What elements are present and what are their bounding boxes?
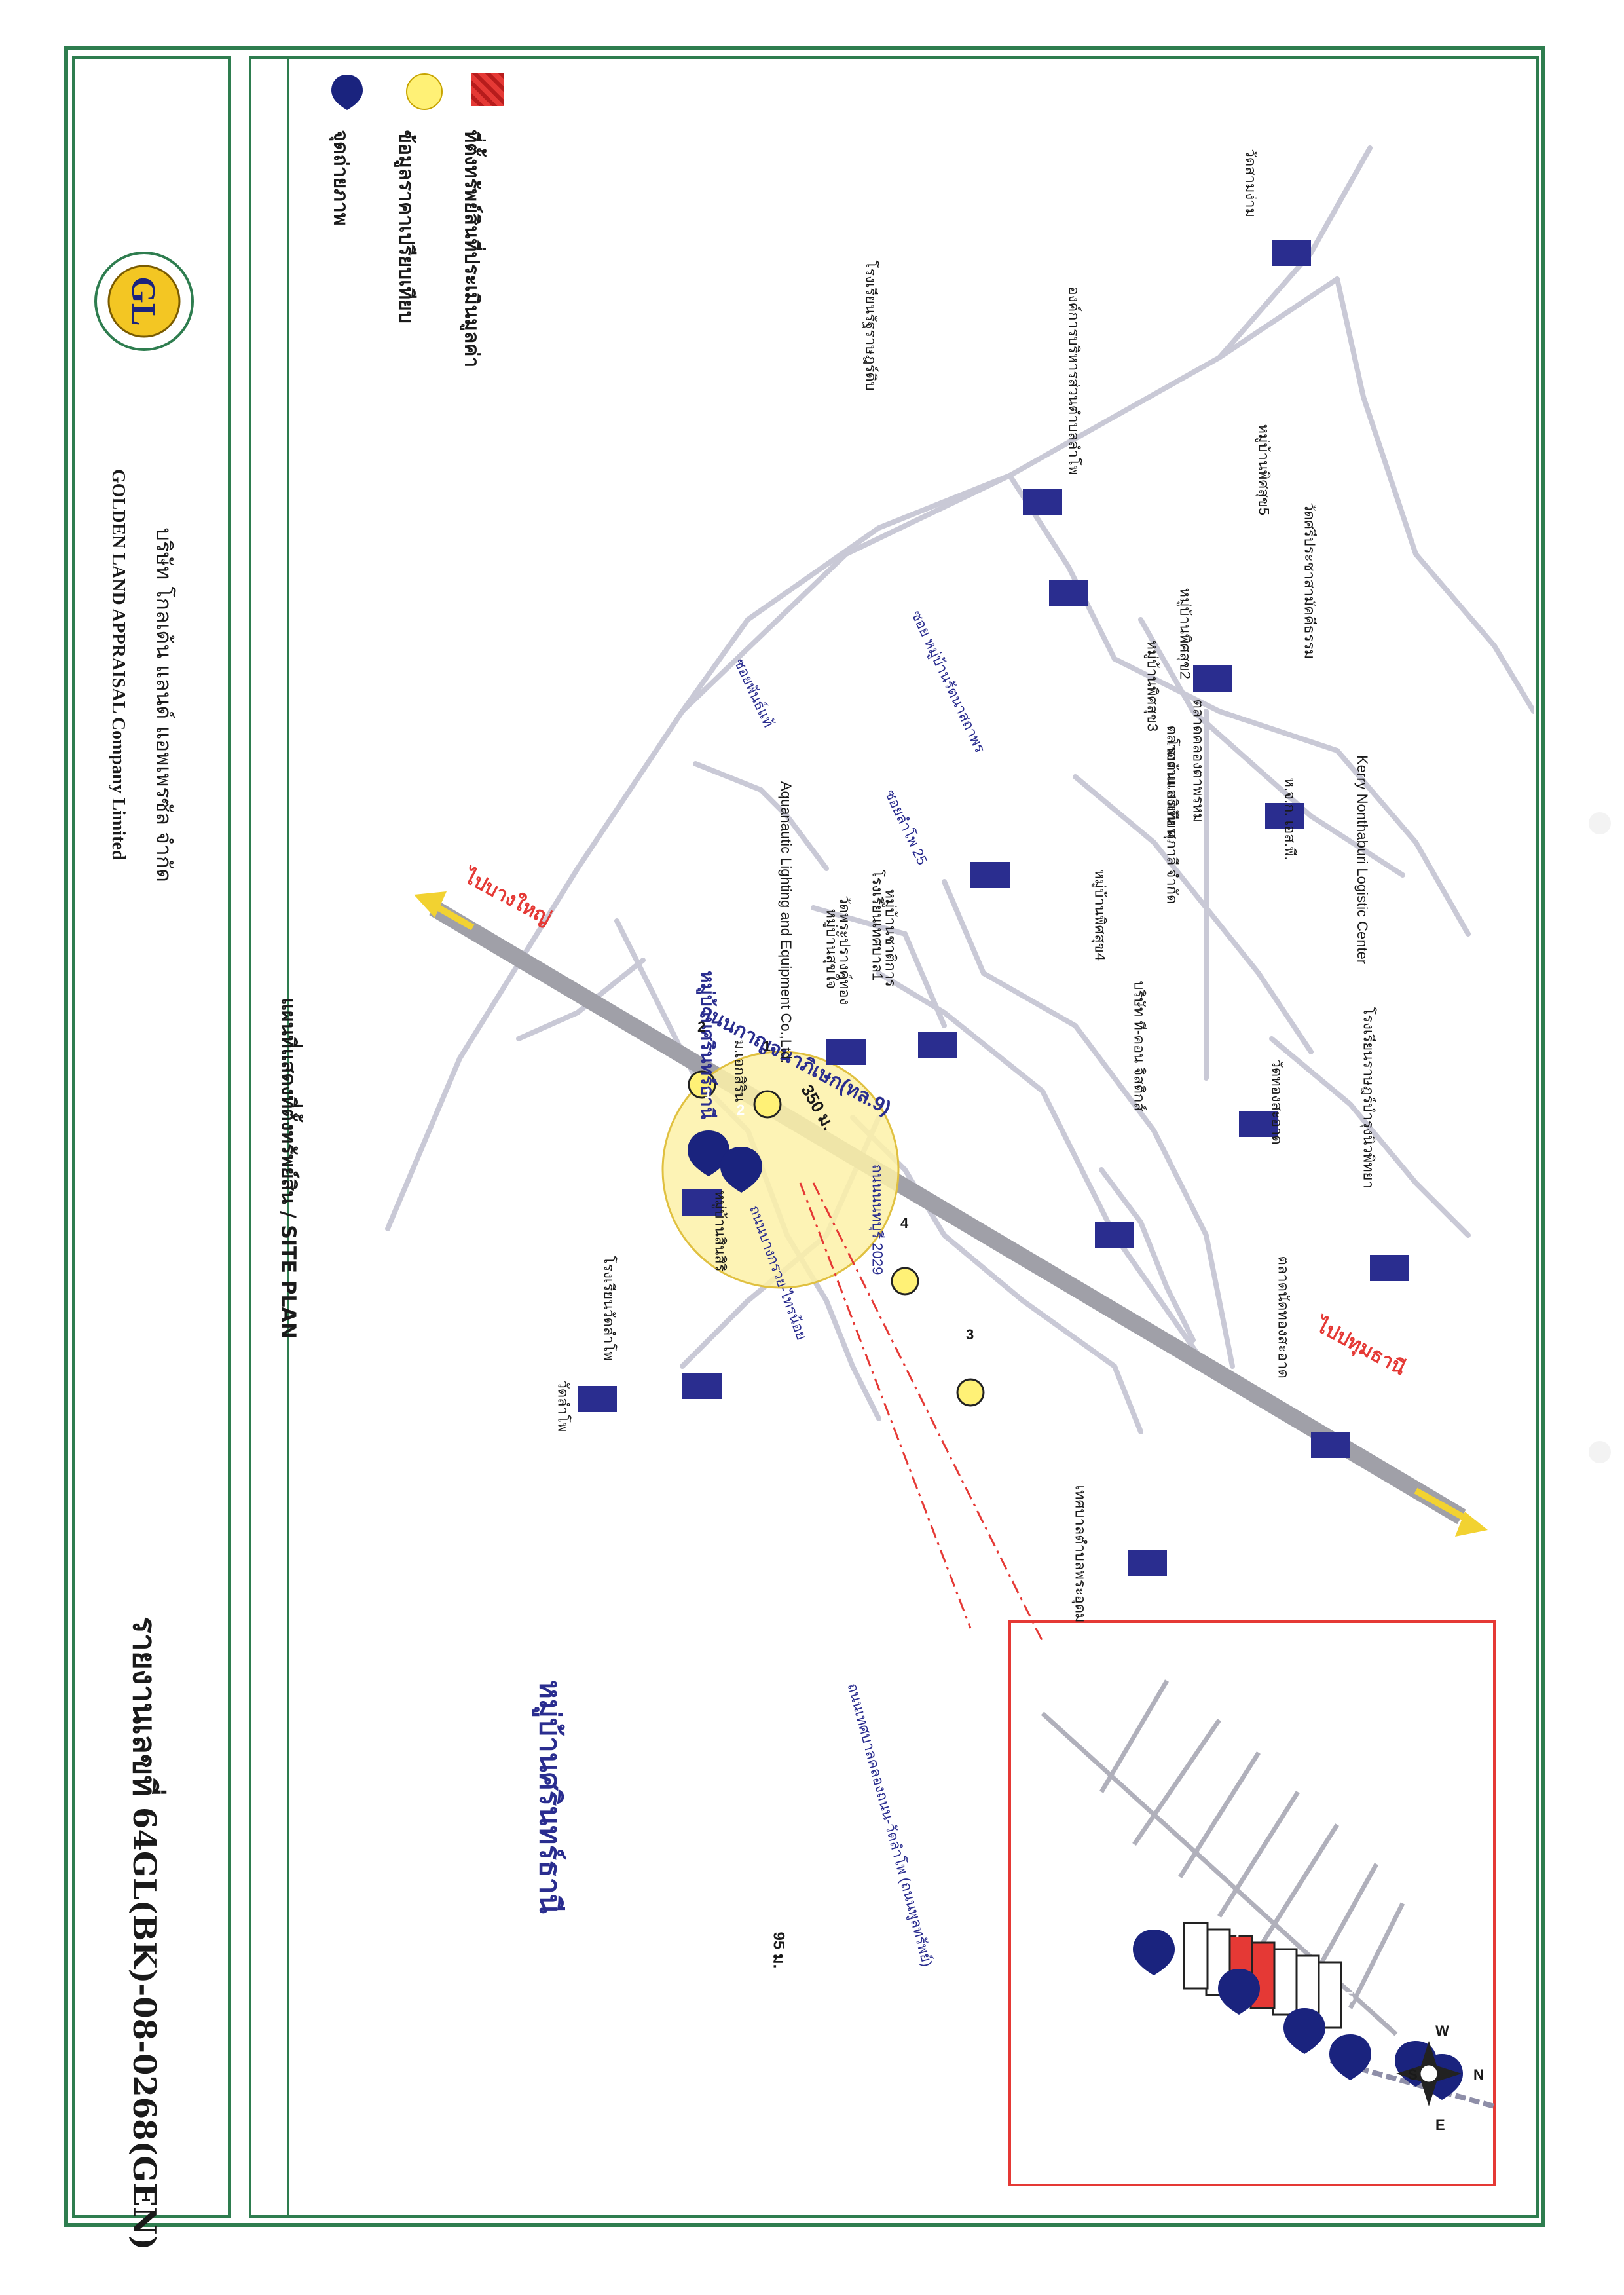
label-landmark: ห.จ.ก. เอส.พี. bbox=[1282, 777, 1299, 861]
inset-frame bbox=[1008, 1620, 1496, 2186]
inset-leader-lines bbox=[799, 1182, 1044, 1642]
label-inset-village: หมู่บ้านศรินทร์ธานี bbox=[534, 1680, 566, 1914]
label-landmark: หมู่บ้านพิศสุข5 bbox=[1255, 424, 1272, 516]
photo-point-label: 5 bbox=[1346, 1989, 1354, 2006]
label-landmark: ถนนนนทบุรี 2029 bbox=[869, 1164, 886, 1275]
label-landmark: โรงเรียนวัดลำโพ bbox=[600, 1256, 618, 1361]
label-landmark: Kerry Nonthaburi Logistic Center bbox=[1354, 755, 1371, 965]
landmark-icons bbox=[578, 240, 1409, 1576]
highway-road bbox=[429, 900, 1466, 1525]
comparable-point-label: 2 bbox=[697, 1018, 706, 1035]
label-landmark: วัดทองสะอาด bbox=[1268, 1059, 1285, 1145]
label-landmark: โรงเรียนราษฎร์บำรุงนิวพิทยา bbox=[1360, 1007, 1377, 1189]
compass-e: E bbox=[1435, 2117, 1445, 2133]
compass-w: W bbox=[1435, 2023, 1449, 2039]
punch-hole bbox=[1589, 1441, 1611, 1463]
arrow-head-bangyai bbox=[414, 891, 447, 918]
report-title: รายงานเลขที่ 64GL(BK)-08-0268(GEN) bbox=[126, 1616, 162, 2250]
company-logo: GL bbox=[94, 252, 194, 351]
page-frame bbox=[64, 46, 1545, 2227]
company-name-th: บริษัท โกลเด้น แลนด์ แอพเพรซัล จำกัด bbox=[151, 527, 177, 882]
compass-n: N bbox=[1473, 2066, 1484, 2083]
photo-point-label: 2 bbox=[737, 1102, 745, 1118]
label-landmark: วัดสามง่าม bbox=[1242, 149, 1259, 218]
compass bbox=[1396, 2041, 1462, 2106]
punch-hole bbox=[1589, 812, 1611, 834]
comparable-point-label: 4 bbox=[900, 1215, 909, 1231]
label-landmark: โรงเรียนรัฐราษฎร์ดิบ bbox=[862, 260, 879, 391]
label-landmark: วัดลำโพ bbox=[555, 1380, 572, 1432]
label-landmark: หมู่บ้านศรินทร์ธานี bbox=[697, 971, 718, 1119]
photo-point-label: 7 bbox=[1234, 1924, 1243, 1940]
photo-point-label: 1 bbox=[704, 1085, 712, 1102]
radius-circle bbox=[661, 1051, 900, 1289]
inset-roads bbox=[1041, 1679, 1405, 2036]
photo-points-main bbox=[688, 1130, 762, 1193]
photo-point-label: 4 bbox=[1437, 2009, 1446, 2025]
comparable-point-label: 1 bbox=[763, 1038, 771, 1054]
label-landmark: เทศบาลตำบลพระอุดม bbox=[1072, 1485, 1089, 1623]
map-panel bbox=[249, 56, 1539, 2218]
inset-plots bbox=[1183, 1922, 1342, 2029]
photo-point-label: 8 bbox=[1149, 1884, 1158, 1901]
comparable-point-label: 3 bbox=[966, 1326, 974, 1343]
label-landmark: องค์การบริหารส่วนตำบลลำโพ bbox=[1065, 286, 1082, 476]
label-landmark: Aquanautic Lighting and Equipment Co.,Lt… bbox=[778, 781, 794, 1064]
label-landmark: หมู่บ้านสินสิริ bbox=[712, 1190, 729, 1272]
header-panel bbox=[72, 56, 231, 2218]
label-landmark: ตลาดนัดทองสะอาด bbox=[1275, 1256, 1292, 1379]
label-landmark: ม.เอกสิริน bbox=[731, 1039, 748, 1102]
label-landmark: หมู่บ้านชาติการ bbox=[882, 889, 899, 987]
label-landmark: วัดศรีประชาสามัคคีธรรม bbox=[1301, 502, 1318, 660]
label-landmark: หมู่บ้านพิศสุข4 bbox=[1092, 869, 1109, 961]
svg-text:GL: GL bbox=[124, 276, 162, 326]
label-landmark: ตลาดคลองตาพรหม bbox=[1190, 699, 1207, 823]
photo-point-label: 3 bbox=[1411, 1996, 1420, 2012]
arrow-head-pathumthani bbox=[1455, 1512, 1488, 1537]
legend-subject-swatch bbox=[471, 73, 504, 106]
label-inset-distance: 95 ม. bbox=[769, 1931, 788, 1969]
label-landmark: บริษัท ที-คอน จิสติกส์ bbox=[1131, 980, 1148, 1111]
label-landmark: หมู่บ้านสุขใจ bbox=[823, 908, 840, 989]
legend: ที่ตั้งทรัพย์สินที่ประเมินมูลค่า ข้อมูลร… bbox=[308, 65, 504, 367]
label-landmark: โรงงาน บริษัท ศุภาลี จำกัด bbox=[1164, 738, 1181, 905]
site-map bbox=[385, 145, 1534, 2186]
compass-s: S bbox=[1408, 2066, 1418, 2083]
photo-point-label: 6 bbox=[1300, 1963, 1308, 1979]
map-title-strip bbox=[249, 56, 289, 2218]
company-name-en: GOLDEN LAND APPRAISAL Company Limited bbox=[108, 469, 128, 861]
legend-photo-swatch bbox=[331, 75, 363, 110]
legend-comparable-swatch bbox=[406, 73, 443, 110]
comparable-points bbox=[688, 1070, 985, 1407]
